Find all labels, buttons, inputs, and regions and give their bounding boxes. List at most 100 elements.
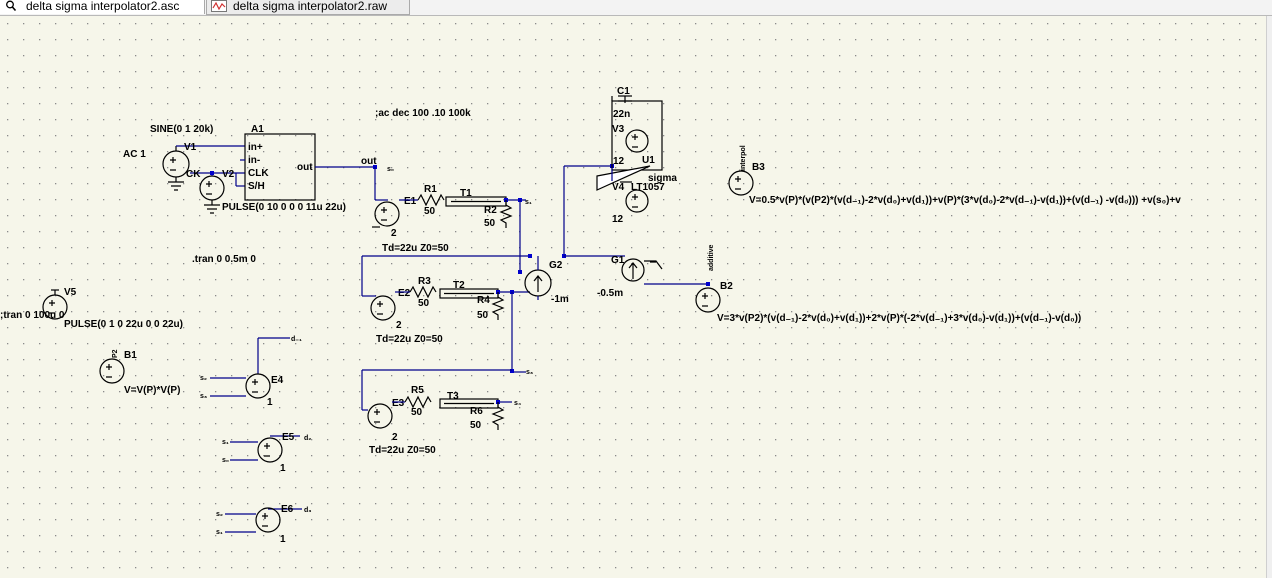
b1-expr: V=V(P)*V(P): [124, 385, 180, 396]
e5-in-plus[interactable]: s₁: [222, 439, 229, 446]
t1-param: Td=22u Z0=50: [382, 243, 449, 254]
b2-name: B2: [720, 281, 733, 292]
source-e3[interactable]: [367, 403, 393, 429]
a1-pin-clk: CLK: [248, 168, 269, 179]
source-v1[interactable]: [162, 145, 245, 191]
source-e2[interactable]: [370, 295, 396, 321]
source-e4[interactable]: [210, 337, 290, 399]
r4-name: R4: [477, 295, 490, 306]
v4-name: V4: [612, 182, 625, 193]
net-label-interpol[interactable]: interpol: [740, 145, 747, 171]
v1-ac-label: AC 1: [123, 149, 146, 160]
vertical-scrollbar[interactable]: [1266, 16, 1272, 578]
tab-waveform-label: delta sigma interpolator2.raw: [233, 0, 388, 13]
g2-val: -1m: [551, 294, 569, 305]
net-label-d1[interactable]: d₋₁: [291, 336, 302, 343]
e3-gain: 2: [392, 432, 398, 443]
e4-in-minus[interactable]: s₃: [200, 393, 207, 400]
r3-val: 50: [418, 298, 430, 309]
e4-in-plus[interactable]: s₂: [200, 375, 207, 382]
schematic-canvas[interactable]: ;ac dec 100 .10 100k .tran 0 0.5m 0 ;tra…: [0, 16, 1272, 578]
source-e5[interactable]: [230, 435, 300, 463]
tran-directive-commented[interactable]: ;tran 0 100u 0: [0, 310, 65, 321]
net-label-d2[interactable]: d₂: [304, 435, 311, 442]
g1-name: G1: [611, 255, 625, 266]
source-v2[interactable]: [190, 172, 245, 214]
v3-name: V3: [612, 124, 625, 135]
t3-name: T3: [447, 391, 459, 402]
e5-in-minus[interactable]: s₀: [222, 457, 229, 464]
source-e1[interactable]: [372, 201, 400, 228]
net-label-sigma[interactable]: sigma: [648, 173, 677, 184]
net-label-out[interactable]: out: [361, 156, 377, 167]
capacitor-c1[interactable]: [611, 95, 632, 103]
tran-directive[interactable]: .tran 0 0.5m 0: [192, 254, 256, 265]
e6-name: E6: [281, 504, 294, 515]
u1-name: U1: [642, 155, 655, 166]
r1-name: R1: [424, 184, 437, 195]
r5-val: 50: [411, 407, 423, 418]
r5-name: R5: [411, 385, 424, 396]
v2-name: V2: [222, 169, 235, 180]
block-a1[interactable]: [240, 133, 375, 201]
c1-name: C1: [617, 86, 630, 97]
b2-expr: V=3*v(P2)*(v(d₋₁)-2*v(d₀)+v(d₁))+2*v(P)*…: [717, 313, 1081, 324]
v5-name: V5: [64, 287, 77, 298]
waveform-icon: [211, 0, 227, 14]
tab-schematic[interactable]: delta sigma interpolator2.asc: [0, 0, 205, 14]
t2-param: Td=22u Z0=50: [376, 334, 443, 345]
source-v5[interactable]: [42, 289, 68, 320]
e6-in-plus[interactable]: s₂: [216, 511, 223, 518]
resistor-r6[interactable]: [491, 402, 505, 430]
r3-name: R3: [418, 276, 431, 287]
e3-name: E3: [392, 398, 405, 409]
r2-val: 50: [484, 218, 496, 229]
t1-name: T1: [460, 188, 472, 199]
e5-gain: 1: [280, 463, 286, 474]
tab-waveform[interactable]: delta sigma interpolator2.raw: [206, 0, 410, 15]
v2-ck-label: CK: [186, 169, 201, 180]
resistor-r5[interactable]: [404, 395, 432, 409]
source-g2[interactable]: [524, 256, 552, 300]
r6-val: 50: [470, 420, 482, 431]
resistor-r2[interactable]: [499, 200, 513, 228]
search-icon: [5, 0, 17, 14]
source-e6[interactable]: [225, 507, 302, 533]
net-label-s4[interactable]: s₄: [514, 400, 521, 407]
r2-name: R2: [484, 205, 497, 216]
a1-name: A1: [251, 124, 264, 135]
t2-name: T2: [453, 280, 465, 291]
e4-gain: 1: [267, 397, 273, 408]
r4-val: 50: [477, 310, 489, 321]
net-label-s1[interactable]: s₁: [525, 199, 532, 206]
source-g1[interactable]: [621, 258, 663, 282]
e1-gain: 2: [391, 228, 397, 239]
e6-in-minus[interactable]: s₁: [216, 529, 223, 536]
c1-val: 22n: [613, 109, 630, 120]
resistor-r3[interactable]: [409, 285, 437, 299]
v5-pulse-label: PULSE(0 1 0 22u 0 0 22u): [64, 319, 183, 330]
net-label-p2[interactable]: P2: [112, 349, 119, 358]
resistor-r4[interactable]: [491, 292, 505, 320]
source-b3[interactable]: [728, 170, 754, 196]
net-label-s0[interactable]: s₀: [387, 166, 394, 173]
b1-name: B1: [124, 350, 137, 361]
ac-directive[interactable]: ;ac dec 100 .10 100k: [375, 108, 471, 119]
source-b2[interactable]: [695, 287, 721, 313]
resistor-r1[interactable]: [417, 193, 445, 207]
v1-sine-label: SINE(0 1 20k): [150, 124, 213, 135]
v1-name: V1: [184, 142, 197, 153]
source-v3[interactable]: [625, 129, 649, 153]
a1-pin-out: out: [297, 162, 313, 173]
source-v4[interactable]: [625, 189, 649, 213]
r1-val: 50: [424, 206, 436, 217]
e1-name: E1: [404, 196, 417, 207]
v3-val: 12: [613, 156, 625, 167]
r6-name: R6: [470, 406, 483, 417]
net-label-additive[interactable]: additive: [708, 244, 715, 271]
source-b1[interactable]: [99, 358, 125, 384]
t3-param: Td=22u Z0=50: [369, 445, 436, 456]
net-label-s3[interactable]: s₃: [526, 369, 533, 376]
net-label-d3[interactable]: d₃: [304, 507, 312, 514]
opamp-u1[interactable]: [596, 165, 651, 191]
